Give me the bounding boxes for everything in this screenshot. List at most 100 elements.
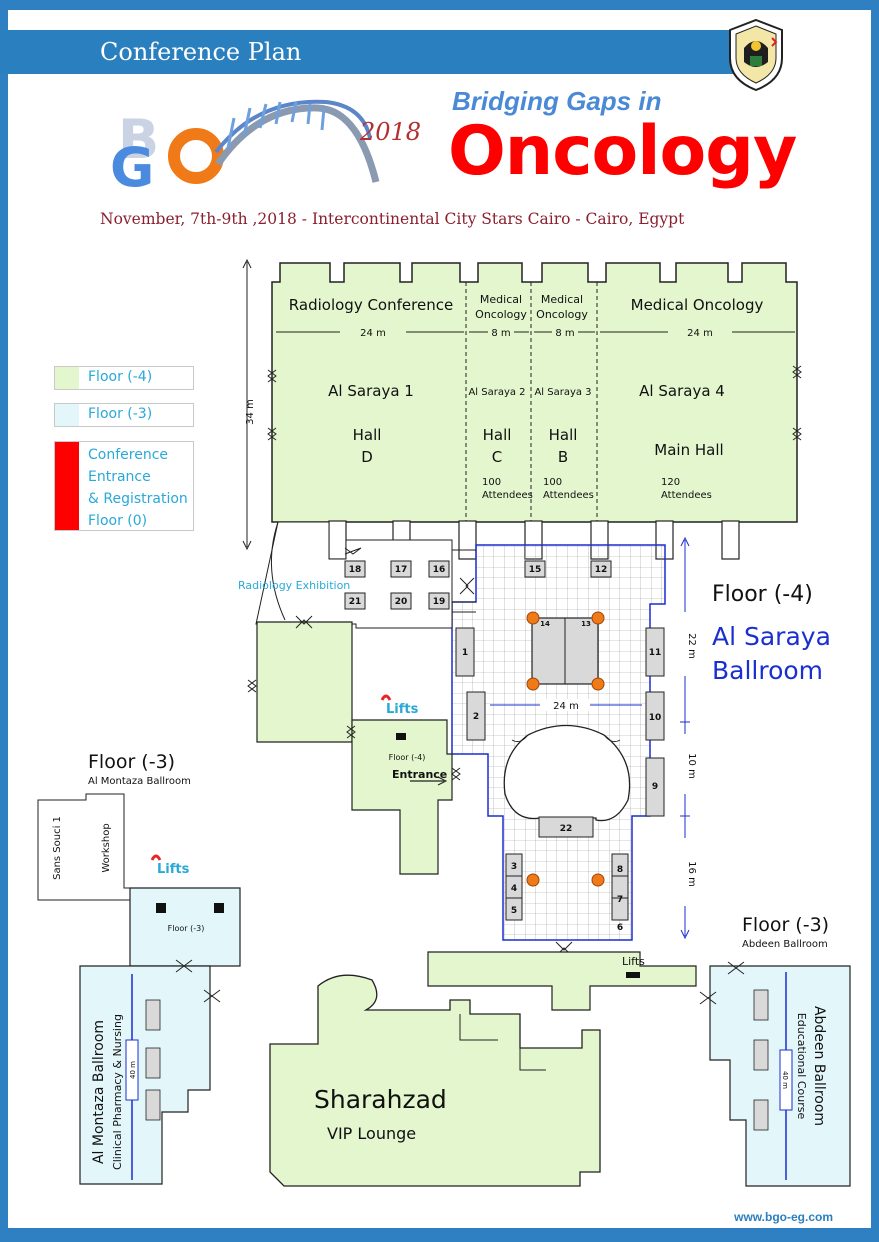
- booth-18: 18: [349, 565, 362, 575]
- hall-3-letter: B: [558, 448, 568, 466]
- booth-11: 11: [649, 648, 662, 658]
- floor-minus4-small: Floor (-4): [389, 753, 426, 762]
- lift-marker-minus3: [150, 854, 162, 861]
- hall-labels: Radiology Conference Medical Oncology Me…: [289, 293, 764, 501]
- hall-4-top: Medical Oncology: [631, 296, 764, 314]
- booth-numbers: 1 2 3 4 5 6 7 8 9 10 11 12 13 14 15 16 1…: [349, 565, 662, 933]
- hall-4-hall: Main Hall: [654, 441, 723, 459]
- hall-1-name: Al Saraya 1: [328, 382, 414, 400]
- sans-souci-label: Sans Souci 1: [52, 816, 63, 880]
- legend-entrance: Conference Entrance & Registration Floor…: [54, 441, 194, 531]
- right-dim-lower: 16 m: [686, 861, 697, 887]
- central-lounge: [503, 724, 631, 822]
- legend-floor-minus4: Floor (-4): [54, 366, 194, 390]
- lifts-corridor: [427, 951, 697, 1011]
- legend-swatch: [55, 404, 79, 426]
- right-dim-middle: 10 m: [686, 753, 697, 779]
- floor-heading-saraya: Floor (-4): [712, 582, 813, 607]
- booth-16: 16: [433, 565, 446, 575]
- montaza-course: Clinical Pharmacy & Nursing: [111, 1014, 124, 1170]
- depth-label: 34 m: [245, 399, 256, 425]
- event-line-1: Bridging Gaps in: [452, 86, 662, 116]
- left-hall-annex: [256, 621, 353, 743]
- hall-3-top: Medical: [541, 293, 583, 306]
- booth-8: 8: [617, 865, 623, 875]
- hall-2-top: Medical: [480, 293, 522, 306]
- hall-2-width: 8 m: [491, 328, 510, 339]
- booth-21: 21: [349, 597, 362, 607]
- hall-2-name: Al Saraya 2: [468, 387, 525, 398]
- lifts-label-minus3: Lifts: [157, 862, 190, 877]
- abdeen-name: Abdeen Ballroom: [811, 1006, 827, 1126]
- footer-url[interactable]: www.bgo-eg.com: [734, 1210, 833, 1224]
- institute-seal: [729, 18, 783, 92]
- booth-14: 14: [540, 620, 550, 628]
- hall-3-capacity: Attendees: [543, 490, 594, 501]
- montaza-name: Al Montaza Ballroom: [91, 1020, 107, 1164]
- booth-3: 3: [511, 862, 517, 872]
- sharahzad-lounge: [269, 974, 601, 1187]
- hall-3-width: 8 m: [555, 328, 574, 339]
- abdeen-course: Educational Course: [795, 1013, 808, 1120]
- sharahzad-sub: VIP Lounge: [327, 1124, 416, 1143]
- booth-4: 4: [511, 884, 517, 894]
- legend-floor-minus3: Floor (-3): [54, 403, 194, 427]
- booth-20: 20: [395, 597, 408, 607]
- booth-5: 5: [511, 906, 517, 916]
- lifts-label-minus4: Lifts: [386, 702, 419, 717]
- montaza-length: 40 m: [129, 1061, 137, 1079]
- legend-label: Conference Entrance & Registration Floor…: [88, 444, 188, 532]
- right-border: [871, 0, 879, 1242]
- lifts-label-corridor: Lifts: [622, 955, 645, 968]
- floor-minus3-small: Floor (-3): [168, 924, 205, 933]
- logo-year: 2018: [359, 118, 421, 146]
- hall-1-letter: D: [361, 448, 373, 466]
- hall-4-name: Al Saraya 4: [639, 382, 725, 400]
- logo-letter-o: [168, 128, 224, 184]
- logo-letter-b: B: [118, 108, 159, 171]
- booth-7: 7: [617, 895, 623, 905]
- hall-1-hall: Hall: [353, 426, 382, 444]
- legend-swatch: [55, 442, 79, 530]
- ballroom-name-line: Ballroom: [712, 656, 824, 685]
- hall-3-top: Oncology: [536, 308, 588, 321]
- pillars-orange: [526, 611, 605, 887]
- booth-13: 13: [581, 620, 591, 628]
- foyer-doors: [247, 547, 573, 957]
- legend-label: Floor (-3): [88, 406, 153, 422]
- hall-3-name: Al Saraya 3: [534, 387, 591, 398]
- hall-4-width: 24 m: [687, 328, 713, 339]
- booth-6: 6: [617, 923, 623, 933]
- right-dim-upper: 22 m: [686, 633, 697, 659]
- lifts-annex: [351, 719, 453, 875]
- booths: [344, 560, 665, 921]
- hall-1-top: Radiology Conference: [289, 296, 453, 314]
- booth-2: 2: [473, 712, 479, 722]
- hall-2-capacity: 100: [482, 477, 501, 488]
- sans-souci-room: [37, 793, 131, 901]
- left-border: [0, 0, 8, 1242]
- montaza-ballroom: [79, 965, 211, 1185]
- hall-2-capacity: Attendees: [482, 490, 533, 501]
- bottom-border: [0, 1228, 879, 1242]
- legend-swatch: [55, 367, 79, 389]
- logo-letter-g: G: [110, 136, 154, 190]
- event-line-2: Oncology: [448, 112, 797, 191]
- booth-12: 12: [595, 565, 608, 575]
- hall-3-hall: Hall: [549, 426, 578, 444]
- hall-1-width: 24 m: [360, 328, 386, 339]
- bgo-logo: B G 2018: [110, 99, 421, 190]
- floor-heading-abdeen: Floor (-3): [742, 914, 830, 936]
- abdeen-length: 40 m: [781, 1071, 789, 1089]
- legend-line: Floor (0): [88, 513, 148, 529]
- header-band: [0, 30, 760, 74]
- date-location: November, 7th-9th ,2018 - Intercontinent…: [100, 210, 685, 228]
- montaza-doors: [175, 959, 221, 1003]
- top-border: [0, 0, 879, 10]
- legend-line: Entrance: [88, 469, 151, 485]
- hall-doors: [267, 365, 802, 441]
- abdeen-doors: [699, 961, 745, 1005]
- booth-17: 17: [395, 565, 408, 575]
- legend-line: Conference: [88, 447, 169, 463]
